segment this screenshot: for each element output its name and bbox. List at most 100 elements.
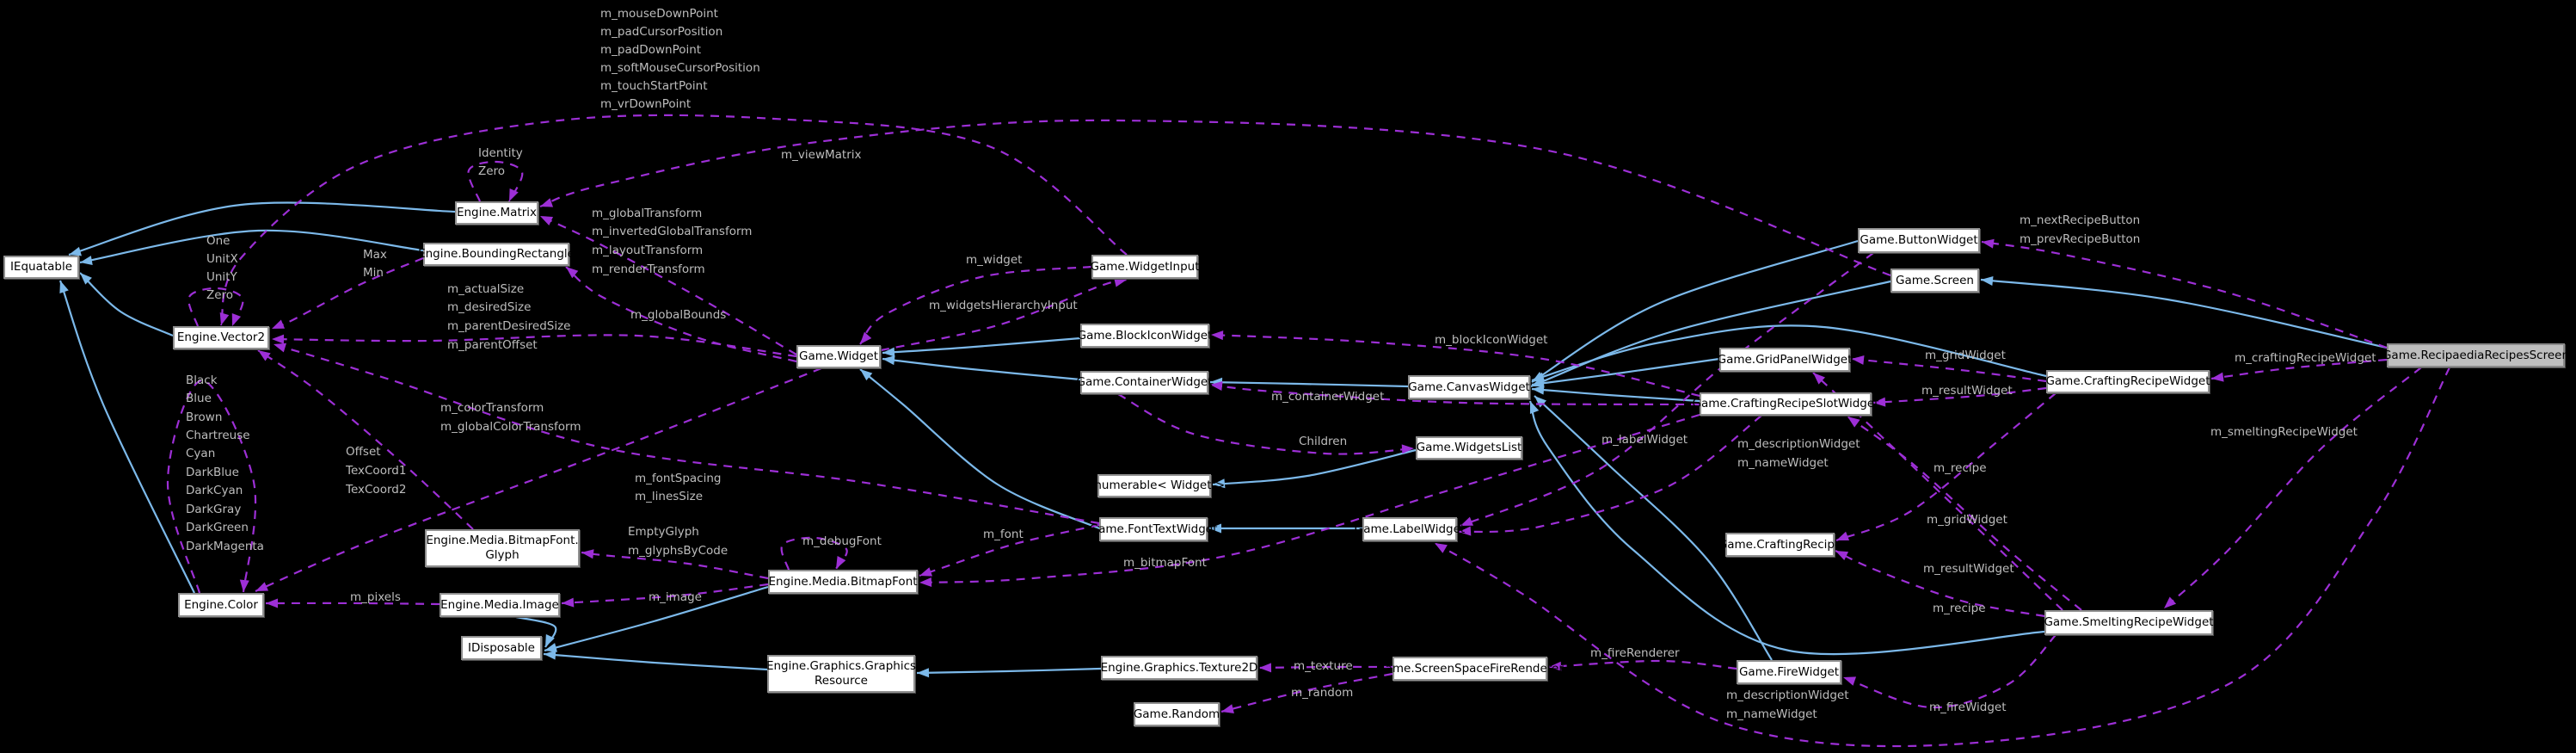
arrowhead xyxy=(540,216,554,225)
arrowhead xyxy=(860,331,872,344)
node-idisposable[interactable]: IDisposable xyxy=(461,636,542,660)
node-iequatable[interactable]: IEquatable xyxy=(3,256,79,279)
edge-label: TexCoord2 xyxy=(346,483,407,497)
node-matrix[interactable]: Engine.Matrix xyxy=(455,201,538,225)
edge-label_widget-to-font_text_widget xyxy=(1209,523,1363,534)
node-crafting-recipe-slot-widget[interactable]: Game.CraftingRecipeSlotWidget xyxy=(1693,392,1878,416)
edge-label: m_widgetsHierarchyInput xyxy=(929,299,1078,312)
node-image[interactable]: Engine.Media.Image xyxy=(440,593,560,617)
edge-label: Brown xyxy=(186,410,223,424)
edge-crafting_recipe_slot_widget-to-block_icon_widget xyxy=(1210,330,1700,398)
arrowhead xyxy=(231,312,242,326)
arrowhead xyxy=(80,256,93,265)
node-ienumerable-widget[interactable]: IEnumerable< Widget > xyxy=(1084,474,1225,497)
edge-block_icon_widget-to-widget xyxy=(882,336,1081,357)
arrowhead xyxy=(80,273,92,285)
arrowhead xyxy=(239,579,249,592)
node-label: Glyph xyxy=(485,548,520,562)
edge-label: m_resultWidget xyxy=(1923,562,2014,576)
node-widgets-list[interactable]: Game.WidgetsList xyxy=(1416,436,1522,460)
node-label: Engine.Graphics.Texture2D xyxy=(1100,660,1258,675)
node-random[interactable]: Game.Random xyxy=(1134,702,1220,726)
edge-button_widget-to-label_widget xyxy=(1460,252,1874,528)
arrowhead xyxy=(566,267,579,279)
edge-label: m_blockIconWidget xyxy=(1435,333,1548,347)
edge-label: m_widget xyxy=(966,253,1023,267)
edge-label: m_gridWidget xyxy=(1925,349,2006,362)
edge-container_widget-to-widget xyxy=(882,355,1081,381)
edge-label: Min xyxy=(363,266,384,280)
node-font-text-widget[interactable]: Game.FontTextWidget xyxy=(1090,517,1217,541)
node-label: Game.FontTextWidget xyxy=(1089,522,1218,536)
node-label: Game.ButtonWidget xyxy=(1860,233,1978,248)
edge-label: m_texture xyxy=(1294,659,1353,673)
node-texture2d[interactable]: Engine.Graphics.Texture2D xyxy=(1101,656,1257,680)
node-smelting-recipe-widget[interactable]: Game.SmeltingRecipeWidget xyxy=(2044,610,2214,635)
edge-fire_widget-to-fire_renderer xyxy=(1548,659,1737,671)
arrowhead xyxy=(255,582,269,591)
arrowhead xyxy=(544,643,557,652)
edge-label: m_globalTransform xyxy=(592,207,703,220)
node-widget-input[interactable]: Game.WidgetInput xyxy=(1091,255,1200,279)
arrowhead xyxy=(1114,277,1127,287)
edge-label: m_layoutTransform xyxy=(592,244,704,257)
edge-smelting_recipe_widget-to-fire_widget xyxy=(1842,634,2056,709)
edge-label: m_nameWidget xyxy=(1737,456,1829,470)
node-crafting-recipe-widget[interactable]: Game.CraftingRecipeWidget xyxy=(2045,370,2210,393)
edge-label: m_resultWidget xyxy=(1921,384,2013,398)
node-label: Game.CraftingRecipeSlotWidget xyxy=(1692,397,1879,411)
edge-container_widget-to-widgets_list xyxy=(1117,393,1415,455)
arrowhead xyxy=(1873,397,1886,407)
node-label: Engine.Color xyxy=(184,597,258,612)
edge-crafting_recipe_slot_widget-to-label_widget xyxy=(1458,415,1762,536)
node-color[interactable]: Engine.Color xyxy=(178,593,264,617)
node-label: Engine.Media.BitmapFont. xyxy=(426,534,579,548)
edge-crafting_recipe_widget-to-canvas_widget xyxy=(1531,324,2047,382)
node-glyph[interactable]: Engine.Media.BitmapFont.Glyph xyxy=(425,529,580,567)
arrowhead xyxy=(1532,372,1545,382)
node-widget[interactable]: Game.Widget xyxy=(796,345,881,368)
node-label: Game.Random xyxy=(1133,707,1220,721)
edge-label: Blue xyxy=(186,392,212,405)
arrowhead xyxy=(540,198,554,207)
node-canvas-widget[interactable]: Game.CanvasWidget xyxy=(1408,375,1530,399)
edge-label: DarkGreen xyxy=(186,521,249,534)
node-button-widget[interactable]: Game.ButtonWidget xyxy=(1858,228,1980,253)
node-bounding-rectangle[interactable]: Engine.BoundingRectangle xyxy=(418,243,575,266)
arrowhead xyxy=(1843,676,1857,686)
node-grid-panel-widget[interactable]: Game.GridPanelWidget xyxy=(1718,348,1852,372)
node-fire-widget[interactable]: Game.FireWidget xyxy=(1737,660,1841,684)
arrowhead xyxy=(1213,478,1226,489)
edge-crafting_recipe_widget-to-crafting_recipe xyxy=(1835,392,2056,542)
edge-crafting_recipe_slot_widget-to-bitmap_font xyxy=(919,413,1700,587)
edge-label: Max xyxy=(363,248,387,262)
node-label: Game.Screen xyxy=(1896,273,1974,287)
edge-widgets_list-to-ienumerable_widget xyxy=(1212,448,1417,489)
arrowhead xyxy=(1221,704,1234,713)
node-container-widget[interactable]: Game.ContainerWidget xyxy=(1077,371,1213,394)
edge-recipaedia_recipes_screen-to-label_widget xyxy=(1434,367,2450,748)
node-label: Engine.Matrix xyxy=(456,206,538,220)
edge-label: m_softMouseCursorPosition xyxy=(600,61,760,75)
node-label-widget[interactable]: Game.LabelWidget xyxy=(1355,517,1465,541)
node-label: Game.Widget xyxy=(798,349,879,364)
node-block-icon-widget[interactable]: Game.BlockIconWidget xyxy=(1078,324,1212,348)
edge-widget-to-matrix xyxy=(539,215,797,355)
arrowhead xyxy=(258,350,271,361)
arrowhead xyxy=(544,650,556,660)
node-bitmap-font[interactable]: Engine.Media.BitmapFont xyxy=(768,570,918,594)
edge-label: m_renderTransform xyxy=(592,262,705,276)
edge-recipaedia_recipes_screen-to-button_widget xyxy=(1981,238,2388,349)
node-fire-renderer[interactable]: Game.ScreenSpaceFireRenderer xyxy=(1376,657,1564,681)
node-vector2[interactable]: Engine.Vector2 xyxy=(173,326,269,349)
edge-recipaedia_recipes_screen-to-smelting_recipe_widget xyxy=(2163,367,2422,609)
node-screen[interactable]: Game.Screen xyxy=(1891,268,1979,293)
edge-label: TexCoord1 xyxy=(346,464,407,478)
edge-graphics_resource-to-idisposable xyxy=(543,650,768,671)
edge-label: One xyxy=(206,234,231,248)
node-label: Game.BlockIconWidget xyxy=(1077,328,1213,343)
arrowhead xyxy=(1813,373,1825,385)
node-crafting-recipe[interactable]: Game.CraftingRecipe xyxy=(1718,533,1841,557)
